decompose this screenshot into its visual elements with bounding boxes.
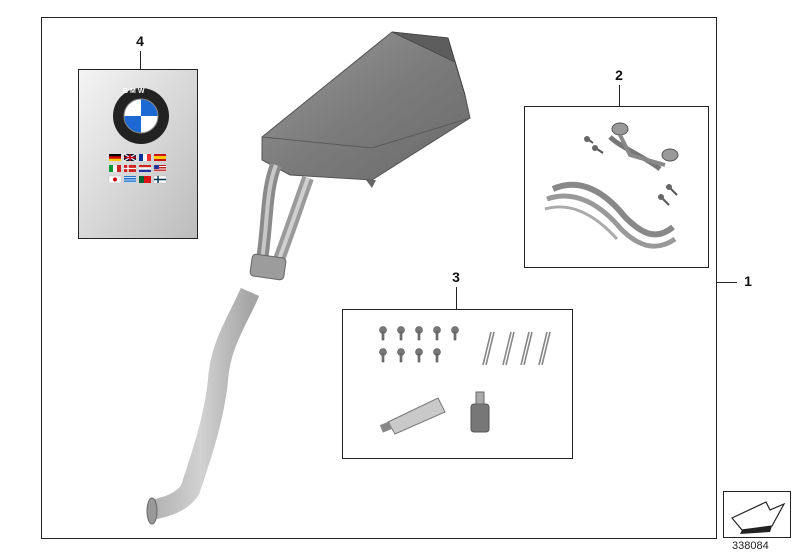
heat-shield-bracket-illustration	[544, 122, 679, 249]
callout-4-leader	[140, 51, 141, 69]
manual-booklet[interactable]: BMW	[78, 69, 198, 239]
callout-1-leader	[717, 282, 737, 283]
callout-2[interactable]: 2	[615, 67, 623, 83]
bmw-logo-text: BMW	[123, 88, 147, 95]
callout-1[interactable]: 1	[744, 273, 752, 289]
small-parts-kit-box[interactable]	[342, 309, 573, 459]
front-pipe-inlet	[146, 497, 158, 525]
small-parts-illustration	[379, 326, 551, 435]
bmw-logo-icon	[113, 88, 169, 144]
pipe-connector	[249, 253, 287, 281]
language-flags-icon	[108, 153, 167, 184]
front-pipe	[149, 287, 260, 520]
bracket-kit-box[interactable]	[524, 106, 709, 268]
arrow-back-icon	[731, 501, 786, 534]
muffler-end-cap	[391, 31, 466, 96]
callout-4[interactable]: 4	[136, 33, 144, 49]
callout-3-leader	[456, 287, 457, 309]
callout-3[interactable]: 3	[452, 269, 460, 285]
diagram-number: 338084	[732, 540, 769, 552]
assembly-frame	[41, 17, 717, 539]
callout-2-leader	[619, 85, 620, 106]
navigation-arrow-box[interactable]	[723, 491, 791, 538]
